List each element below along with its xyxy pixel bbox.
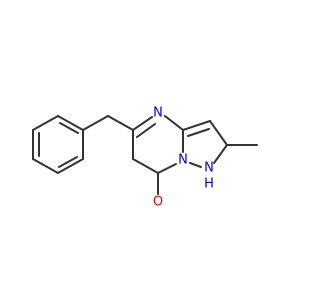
bond-ph1	[57, 115, 84, 131]
atom-h-label: H	[204, 177, 214, 192]
bond-ph-inner1	[59, 122, 79, 134]
bond-c2-n1	[213, 144, 228, 164]
atom-n8-label: N	[178, 153, 188, 168]
atom-o-label: O	[153, 195, 163, 210]
structure-canvas: N N N H O	[32, 105, 258, 210]
molecule-diagram: N N N H O	[32, 106, 258, 210]
bond-c5-n4-double	[136, 123, 156, 138]
atom-n4-label: N	[153, 106, 163, 121]
bond-ph4	[32, 158, 59, 174]
bond-c5-n4	[132, 116, 153, 131]
bond-ph-inner2	[58, 156, 78, 168]
bond-c7-c6	[132, 158, 159, 174]
bond-c3a-c3	[182, 120, 211, 131]
phenyl-ring	[32, 115, 84, 174]
bond-c3-c2	[209, 120, 228, 146]
bond-ch2-ph	[82, 115, 109, 131]
pyrazole-ring	[182, 120, 258, 168]
bond-ch2-c5	[107, 115, 134, 131]
bond-n4-c3a	[164, 115, 184, 131]
bond-ph3	[57, 158, 84, 174]
pyrimidine-ring	[132, 115, 184, 195]
atom-n1-label: N	[204, 161, 214, 176]
bond-ph6	[32, 115, 59, 131]
bond-n8-c7	[157, 163, 177, 174]
bond-n1-n8	[189, 162, 202, 168]
bond-c3a-c3-double	[187, 128, 210, 137]
